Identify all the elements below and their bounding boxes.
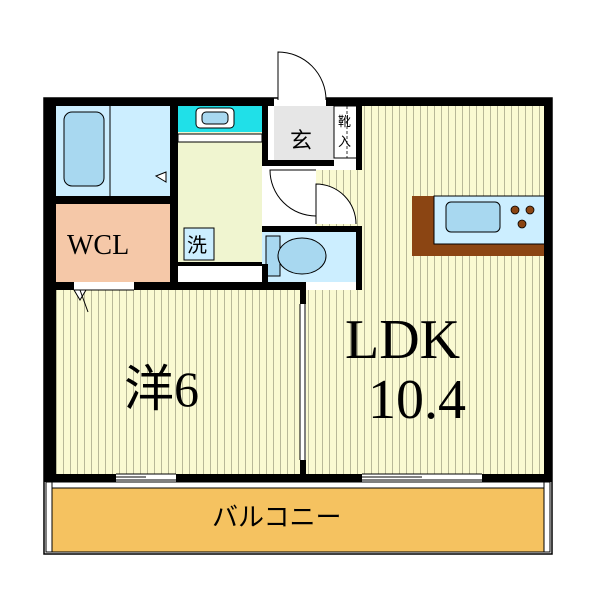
- balcony-railing-left: [45, 481, 53, 553]
- balcony-label: バルコニー: [212, 503, 341, 533]
- ldk-label: LDK: [345, 309, 460, 371]
- stove-burner-1: [510, 205, 520, 215]
- wcl-door-swing: [79, 289, 89, 313]
- stove-burner-2: [525, 205, 535, 215]
- shoe-storage-label-2: 入: [338, 135, 351, 150]
- washroom-shelf: [177, 133, 263, 143]
- western-room-label: 洋6: [124, 361, 199, 417]
- walls: [44, 98, 552, 482]
- western-room-floor: [56, 290, 300, 474]
- ldk-floor-lower: [306, 290, 544, 474]
- stove-burner-3: [517, 219, 527, 229]
- ldk-size-label: 10.4: [368, 369, 466, 431]
- faucet-icon: [154, 171, 167, 183]
- balcony-railing-right: [543, 481, 551, 553]
- entrance-floor: [274, 106, 334, 164]
- shoe-storage-label-1: 靴: [338, 115, 351, 130]
- laundry-box: [183, 227, 215, 261]
- wcl-room: [56, 204, 170, 282]
- vanity-basin-inner: [201, 111, 229, 125]
- bathtub: [63, 111, 105, 187]
- kitchen-sink: [445, 201, 501, 233]
- balcony-area: [45, 481, 551, 553]
- toilet-bowl: [277, 237, 327, 275]
- hall-door-swing: [269, 169, 317, 217]
- balcony-windows: [116, 473, 482, 481]
- laundry-label: 洗: [187, 233, 207, 257]
- toilet-door-swing: [315, 183, 357, 225]
- wcl-label: WCL: [67, 230, 129, 261]
- balcony-railing: [45, 481, 551, 489]
- entrance-label: 玄: [290, 129, 312, 154]
- front-door-swing: [277, 51, 327, 101]
